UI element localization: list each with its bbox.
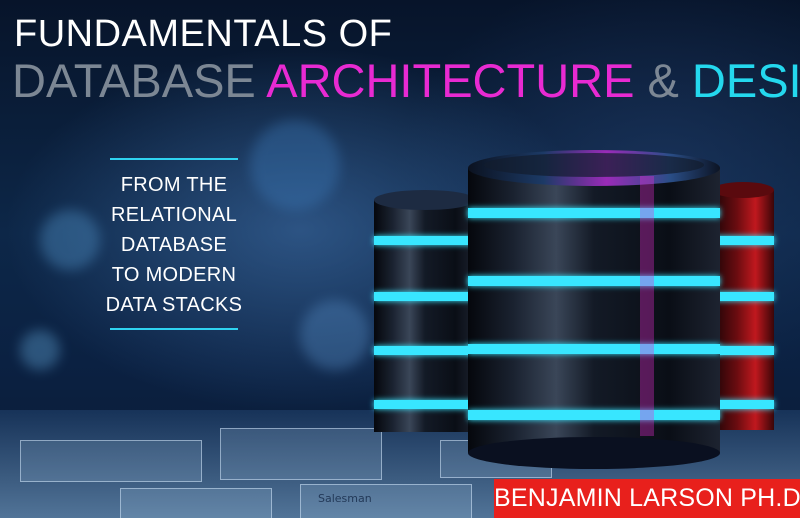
floor-panel <box>20 440 202 482</box>
bokeh-light <box>250 120 340 210</box>
floor-label: Salesman <box>318 492 372 505</box>
database-cylinder-front <box>468 150 720 469</box>
database-cylinder-right <box>712 182 774 430</box>
title-ampersand: & <box>647 54 679 107</box>
title-word-architecture: ARCHITECTURE <box>266 54 635 107</box>
subtitle-line: DATA STACKS <box>105 294 243 316</box>
floor-panel <box>220 428 382 480</box>
author-badge: BENJAMIN LARSON PH.D. <box>494 479 800 518</box>
bokeh-light <box>300 300 370 370</box>
subtitle-line: DATABASE <box>120 234 228 256</box>
title-line-2: DATABASE ARCHITECTURE & DESIGN <box>12 56 800 106</box>
subtitle-rule-top <box>110 158 238 160</box>
subtitle-rule-bottom <box>110 328 238 330</box>
floor-panel <box>120 488 272 518</box>
subtitle-line: TO MODERN <box>111 264 237 286</box>
subtitle-line: FROM THE <box>120 174 228 196</box>
subtitle-line: RELATIONAL <box>111 204 237 226</box>
title-line-1: FUNDAMENTALS OF <box>14 13 393 55</box>
title-word-design: DESIGN <box>691 54 800 107</box>
floor-panel <box>300 484 472 518</box>
bokeh-light <box>40 210 100 270</box>
bokeh-light <box>20 330 60 370</box>
title-word-database: DATABASE <box>12 54 256 107</box>
subtitle: FROM THE RELATIONAL DATABASE TO MODERN D… <box>96 170 252 320</box>
database-cylinder-left <box>374 190 476 432</box>
